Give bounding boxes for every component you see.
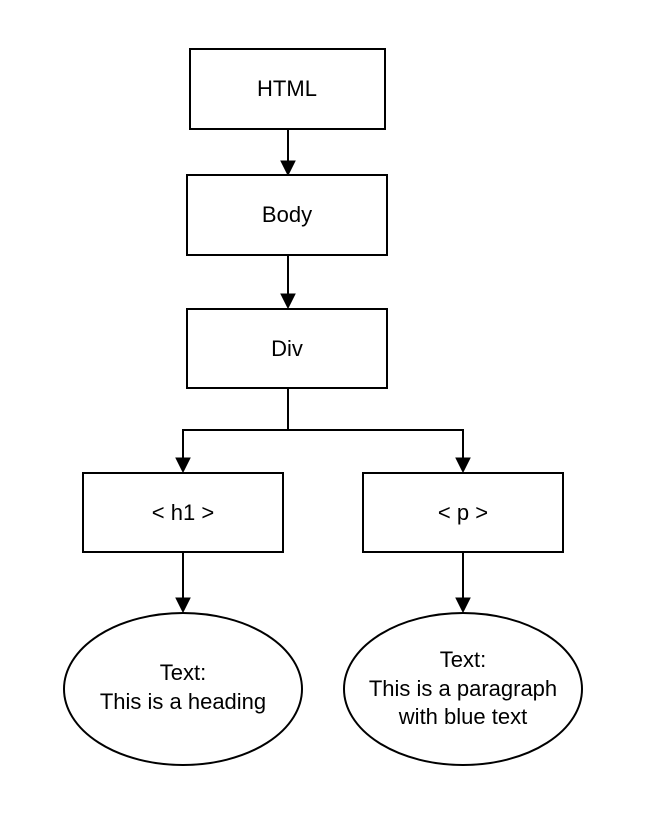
- arrowhead-div-h1: [175, 457, 191, 474]
- heading-text-line-2: This is a heading: [100, 689, 266, 714]
- node-body-box: [186, 174, 388, 256]
- node-p: < p >: [362, 472, 564, 553]
- node-body-label: Body: [262, 202, 312, 227]
- node-h1: < h1 >: [82, 472, 284, 553]
- node-html-box: [189, 48, 386, 130]
- paragraph-text-line-3: with blue text: [398, 704, 527, 729]
- node-div-box: [186, 308, 388, 389]
- arrowhead-p-text: [455, 597, 471, 614]
- node-p-box: [362, 472, 564, 553]
- node-div: Div: [186, 308, 388, 389]
- arrowhead-h1-text: [175, 597, 191, 614]
- arrowhead-html-body: [280, 160, 296, 177]
- node-html: HTML: [189, 48, 386, 130]
- heading-text-line-1: Text:: [160, 660, 206, 685]
- node-heading-text: Text: This is a heading: [63, 612, 303, 766]
- node-div-label: Div: [271, 336, 303, 361]
- paragraph-text-line-1: Text:: [440, 647, 486, 672]
- node-paragraph-text: Text: This is a paragraph with blue text: [343, 612, 583, 766]
- paragraph-text-line-2: This is a paragraph: [369, 676, 557, 701]
- edges: [175, 129, 471, 614]
- node-h1-box: [82, 472, 284, 553]
- edge-div-p: [288, 429, 464, 460]
- arrowhead-div-p: [455, 457, 471, 474]
- arrowhead-body-div: [280, 293, 296, 310]
- node-h1-label: < h1 >: [152, 500, 214, 525]
- edge-div-h1: [182, 388, 289, 460]
- node-body: Body: [186, 174, 388, 256]
- node-heading-text-ellipse: [63, 612, 303, 766]
- node-html-label: HTML: [257, 76, 317, 101]
- node-p-label: < p >: [438, 500, 488, 525]
- node-paragraph-text-ellipse: [343, 612, 583, 766]
